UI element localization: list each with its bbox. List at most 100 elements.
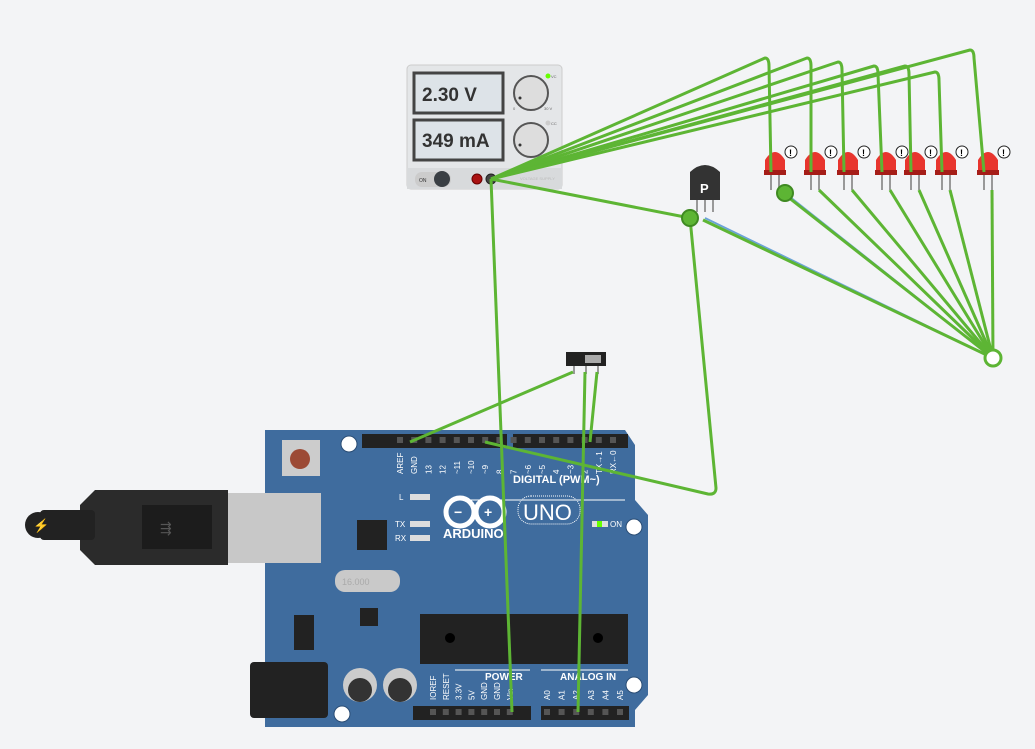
knob-max: 30 V bbox=[544, 106, 553, 111]
led[interactable]: ! bbox=[904, 145, 938, 190]
wire bbox=[588, 371, 599, 443]
pin-label: A1 bbox=[558, 690, 567, 700]
current-display: 349 mA bbox=[422, 131, 490, 152]
warning-icon[interactable] bbox=[955, 145, 969, 159]
cv-indicator bbox=[545, 73, 551, 79]
warning-icon[interactable] bbox=[857, 145, 871, 159]
voltage-display: 2.30 V bbox=[422, 85, 477, 106]
arduino-uno[interactable]: ⚡ ⇶ 16.000 L TX RX ON bbox=[25, 430, 648, 727]
pin-label: A2 bbox=[572, 690, 581, 700]
wire bbox=[484, 217, 718, 496]
pin-label: GND bbox=[480, 682, 489, 700]
warning-mark: ! bbox=[829, 148, 832, 158]
wire bbox=[948, 189, 995, 359]
on-label: ON bbox=[610, 520, 622, 529]
slide-switch[interactable] bbox=[566, 352, 606, 374]
pin-label: 12 bbox=[439, 465, 448, 474]
wire bbox=[888, 189, 995, 359]
pin-label: A0 bbox=[543, 690, 552, 700]
wire-junction[interactable] bbox=[983, 348, 1003, 368]
usb-port bbox=[226, 493, 321, 563]
wire bbox=[850, 189, 995, 359]
current-knob[interactable] bbox=[513, 122, 549, 158]
pin-label: ~5 bbox=[538, 464, 547, 474]
pin-label: 13 bbox=[424, 465, 433, 474]
supply-brand: VOLTAGE SUPPLY bbox=[520, 176, 555, 181]
pin-label: 5V bbox=[467, 690, 476, 700]
power-label: POWER bbox=[485, 672, 524, 683]
tx-label: TX bbox=[395, 520, 406, 529]
led[interactable]: ! bbox=[804, 145, 838, 190]
pin-label: 3.3V bbox=[455, 683, 464, 700]
warning-icon[interactable] bbox=[997, 145, 1011, 159]
svg-text:−: − bbox=[454, 504, 462, 520]
wire bbox=[490, 60, 846, 181]
crystal-label: 16.000 bbox=[342, 577, 370, 587]
pin-label: A5 bbox=[616, 690, 625, 700]
wire bbox=[490, 56, 773, 181]
analog-label: ANALOG IN bbox=[560, 672, 616, 683]
pin-label: 4 bbox=[552, 469, 561, 474]
led[interactable]: ! bbox=[837, 145, 871, 190]
wire-junction[interactable] bbox=[681, 209, 699, 227]
pin-label: TX→1 bbox=[595, 451, 604, 474]
wire bbox=[702, 218, 994, 360]
warning-mark: ! bbox=[862, 148, 865, 158]
pin-label: A3 bbox=[587, 690, 596, 700]
transistor-label: P bbox=[700, 181, 709, 196]
arduino-brand: ARDUINO bbox=[443, 526, 504, 541]
wire bbox=[490, 48, 986, 181]
pin-label: ~9 bbox=[481, 464, 490, 474]
pin-label: 2 bbox=[581, 469, 590, 474]
wire bbox=[490, 177, 691, 220]
svg-text:+: + bbox=[484, 504, 492, 520]
led[interactable]: ! bbox=[764, 145, 798, 190]
power-bolt-icon: ⚡ bbox=[33, 518, 49, 534]
pin-label: A4 bbox=[601, 690, 610, 700]
knob-min: 0 bbox=[513, 106, 516, 111]
warning-icon[interactable] bbox=[824, 145, 838, 159]
warning-mark: ! bbox=[960, 148, 963, 158]
cv-label: VC bbox=[551, 74, 557, 79]
voltage-knob[interactable] bbox=[513, 75, 549, 111]
pin-label: GND bbox=[410, 456, 419, 474]
warning-icon[interactable] bbox=[924, 145, 938, 159]
cc-label: CC bbox=[551, 121, 557, 126]
pin-label: GND bbox=[493, 682, 502, 700]
on-label: ON bbox=[419, 178, 427, 184]
pin-label: ~3 bbox=[566, 464, 575, 474]
wire bbox=[817, 188, 995, 360]
usb-icon: ⇶ bbox=[160, 520, 172, 536]
positive-terminal[interactable] bbox=[471, 173, 483, 185]
pin-label: ~11 bbox=[453, 460, 462, 474]
pin-label: 8 bbox=[495, 469, 504, 474]
l-label: L bbox=[399, 493, 404, 502]
power-supply[interactable]: 2.30 V 349 mA VC CC 0 30 V ON VOLTAGE SU… bbox=[406, 64, 563, 190]
uno-model: UNO bbox=[523, 500, 572, 525]
warning-icon[interactable] bbox=[784, 145, 798, 159]
pin-label: ~10 bbox=[467, 460, 476, 474]
warning-mark: ! bbox=[929, 148, 932, 158]
pin-label: ~6 bbox=[524, 464, 533, 474]
wire bbox=[409, 370, 574, 444]
wire bbox=[778, 188, 994, 360]
cc-indicator bbox=[545, 120, 551, 126]
warning-mark: ! bbox=[900, 148, 903, 158]
digital-label: DIGITAL (PWM~) bbox=[513, 474, 600, 486]
wire bbox=[490, 56, 813, 181]
wire bbox=[490, 70, 944, 181]
pin-label: RX←0 bbox=[609, 450, 618, 474]
wire-junction[interactable] bbox=[776, 184, 794, 202]
analog-header bbox=[541, 706, 629, 720]
transistor[interactable]: P bbox=[690, 165, 720, 212]
warning-mark: ! bbox=[1002, 148, 1005, 158]
pin-label: RESET bbox=[442, 673, 451, 700]
dc-jack bbox=[250, 662, 328, 718]
warning-mark: ! bbox=[789, 148, 792, 158]
warning-icon[interactable] bbox=[895, 145, 909, 159]
pin-label: 7 bbox=[510, 469, 519, 474]
wire bbox=[917, 189, 995, 359]
wire bbox=[990, 189, 995, 359]
wire bbox=[576, 371, 587, 713]
